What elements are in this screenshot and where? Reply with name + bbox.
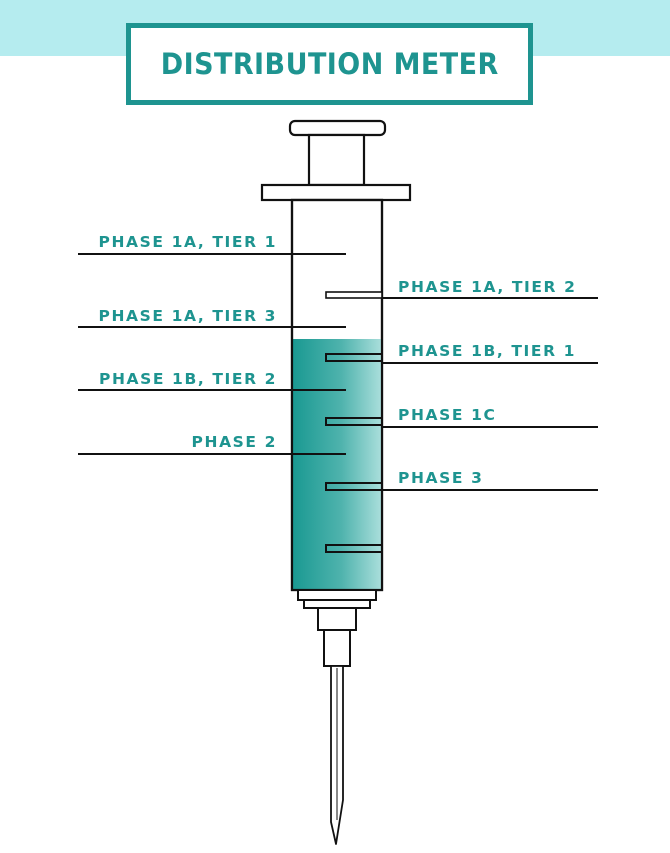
- barrel-base: [297, 589, 377, 601]
- label-phase-2: PHASE 2: [191, 433, 277, 451]
- label-phase-1a-tier-3: PHASE 1A, TIER 3: [98, 307, 277, 325]
- plunger-rod: [307, 133, 366, 187]
- title-box: DISTRIBUTION METER: [126, 23, 533, 105]
- label-phase-3: PHASE 3: [398, 469, 484, 487]
- graduation-mark-bottom: [325, 544, 383, 553]
- needle-hub: [317, 607, 357, 631]
- page-title: DISTRIBUTION METER: [160, 47, 499, 81]
- barrel-base-ring: [303, 599, 371, 609]
- label-phase-1b-tier-1: PHASE 1B, TIER 1: [398, 342, 577, 360]
- label-phase-1a-tier-1: PHASE 1A, TIER 1: [98, 233, 277, 251]
- label-phase-1c: PHASE 1C: [398, 406, 497, 424]
- liquid-fill: [293, 339, 381, 589]
- finger-flange: [260, 183, 412, 202]
- needle-hub-tip: [323, 629, 351, 667]
- label-phase-1b-tier-2: PHASE 1B, TIER 2: [98, 370, 277, 388]
- plunger-cap: [288, 119, 387, 137]
- label-phase-1a-tier-2: PHASE 1A, TIER 2: [398, 278, 577, 296]
